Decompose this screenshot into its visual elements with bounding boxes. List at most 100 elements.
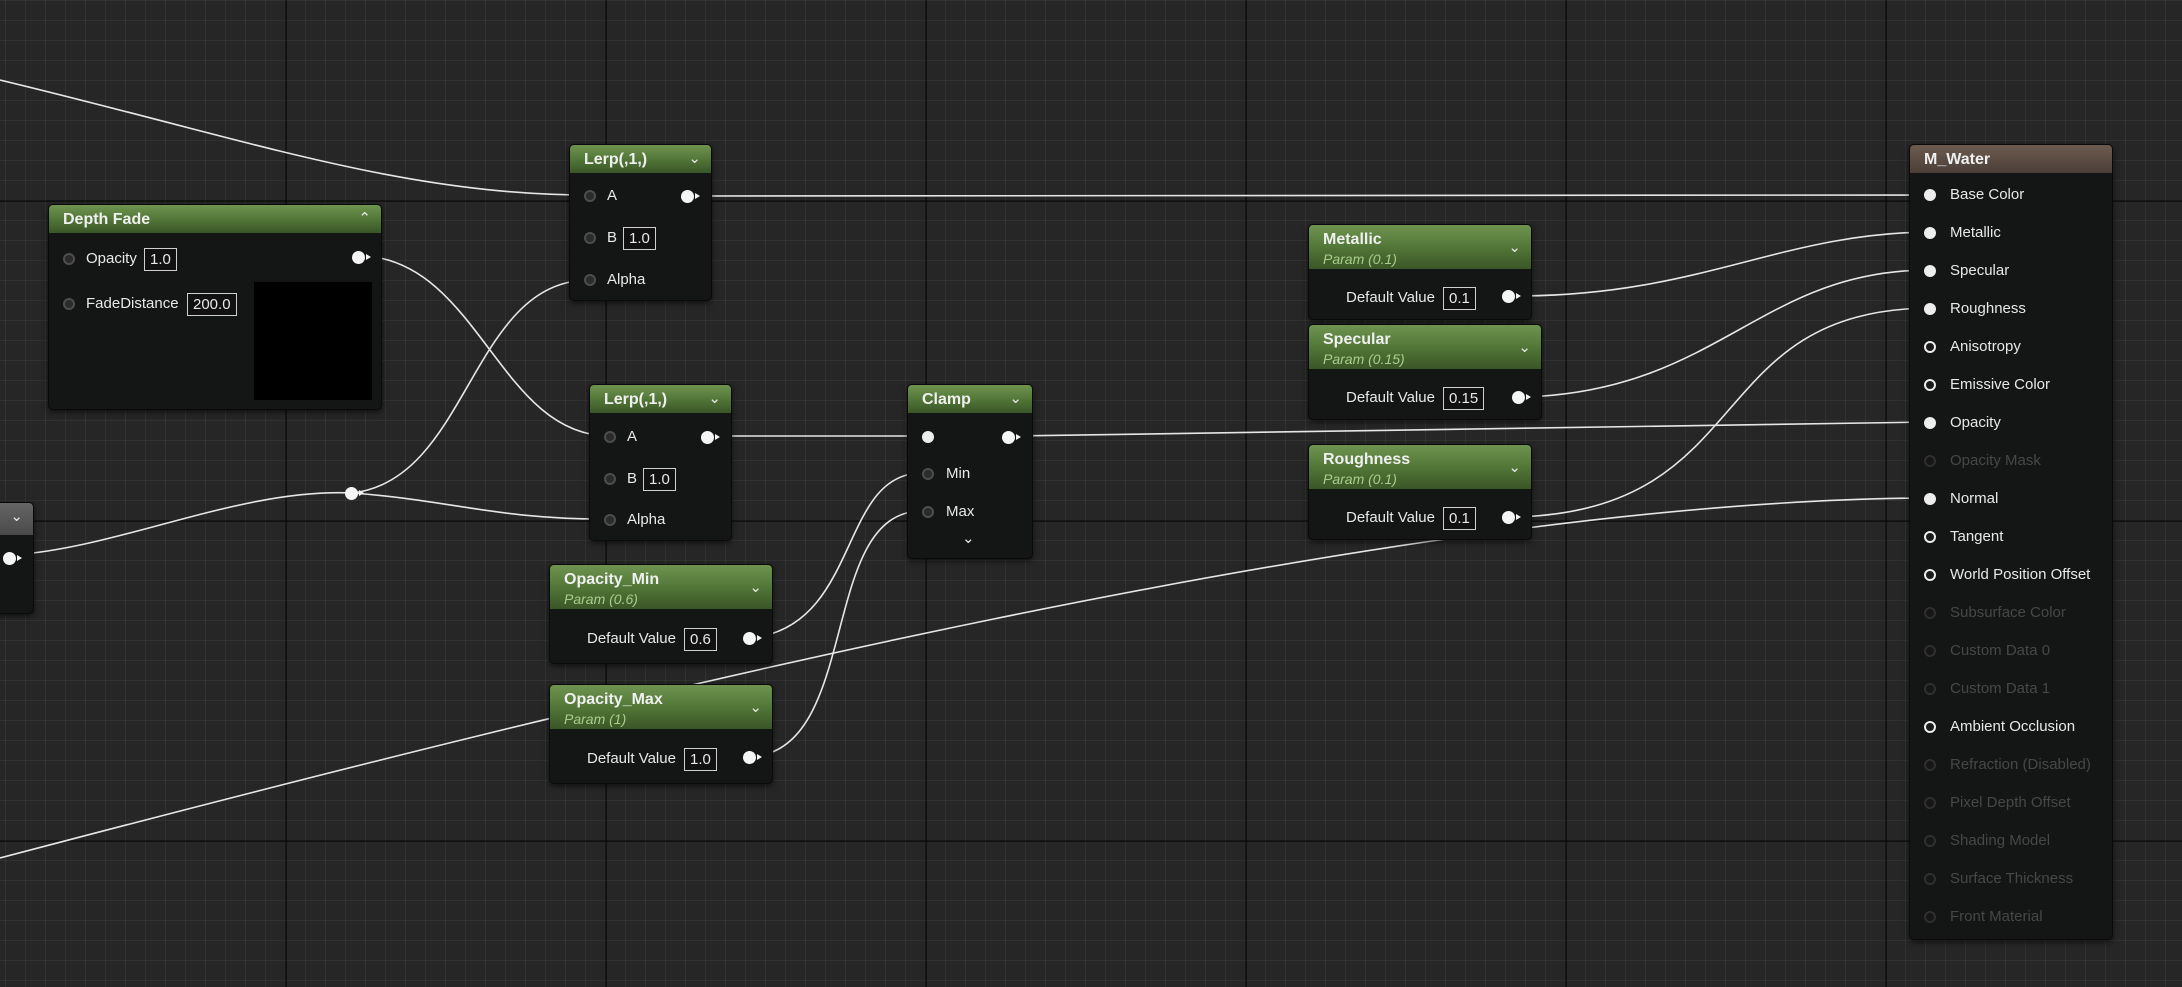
- chevron-down-icon[interactable]: ⌄: [1508, 239, 1521, 256]
- material-input-pin[interactable]: [1924, 417, 1936, 429]
- metallic-header: Metallic Param (0.1) ⌄: [1309, 225, 1531, 269]
- specular-node[interactable]: Specular Param (0.15) ⌄ Default Value 0.…: [1308, 324, 1542, 420]
- specular-default-value[interactable]: 0.15: [1443, 387, 1485, 410]
- material-input-label: World Position Offset: [1950, 566, 2091, 583]
- metallic-default-value[interactable]: 0.1: [1443, 287, 1476, 310]
- material-input-pin[interactable]: [1924, 341, 1936, 353]
- roughness-default-value[interactable]: 0.1: [1443, 507, 1476, 530]
- material-input-pin[interactable]: [1924, 265, 1936, 277]
- material-input-pin[interactable]: [1924, 569, 1936, 581]
- chevron-up-icon[interactable]: ⌃: [358, 210, 371, 227]
- material-input-label: Roughness: [1950, 300, 2026, 317]
- material-input-label: Ambient Occlusion: [1950, 718, 2076, 735]
- depth-fade-distance-value[interactable]: 200.0: [187, 293, 237, 316]
- offscreen-node[interactable]: ⌄: [0, 502, 34, 614]
- roughness-default-label: Default Value: [1346, 509, 1435, 526]
- clamp-header: Clamp ⌄: [908, 385, 1032, 413]
- depth-fade-node[interactable]: Depth Fade ⌃ Opacity 1.0 FadeDistance 20…: [48, 204, 382, 410]
- chevron-down-icon[interactable]: ⌄: [10, 508, 23, 525]
- chevron-down-icon[interactable]: ⌄: [749, 699, 762, 716]
- clamp-max-pin[interactable]: [922, 506, 934, 518]
- material-input-label: Pixel Depth Offset: [1950, 794, 2071, 811]
- material-input-pin[interactable]: [1924, 721, 1936, 733]
- material-input-label: Custom Data 0: [1950, 642, 2051, 659]
- lerp-top-b-value[interactable]: 1.0: [623, 227, 656, 250]
- reroute-knot[interactable]: [345, 487, 364, 500]
- lerp-mid-b-pin[interactable]: [604, 473, 616, 485]
- depth-fade-header: Depth Fade ⌃: [49, 205, 381, 233]
- material-input-pin: [1924, 607, 1936, 619]
- wire-metallic-to-metallic: [1515, 231, 1931, 297]
- opacity-max-default-value[interactable]: 1.0: [684, 748, 717, 771]
- opacity-min-subtitle: Param (0.6): [564, 591, 638, 607]
- depth-fade-opacity-pin[interactable]: [63, 253, 75, 265]
- chevron-down-icon[interactable]: ⌄: [1508, 459, 1521, 476]
- lerp-mid-output-pin[interactable]: [701, 431, 720, 444]
- wire-offscreen-to-reroute: [11, 491, 353, 556]
- opacity-max-node[interactable]: Opacity_Max Param (1) ⌄ Default Value 1.…: [549, 684, 773, 784]
- lerp-top-node[interactable]: Lerp(,1,) ⌄ A B 1.0 Alpha: [569, 144, 712, 301]
- material-input-label: Specular: [1950, 262, 2010, 279]
- material-input-pin[interactable]: [1924, 379, 1936, 391]
- metallic-default-label: Default Value: [1346, 289, 1435, 306]
- opacity-max-output-pin[interactable]: [743, 751, 762, 764]
- roughness-node[interactable]: Roughness Param (0.1) ⌄ Default Value 0.…: [1308, 444, 1532, 540]
- material-input-pin[interactable]: [1924, 227, 1936, 239]
- metallic-subtitle: Param (0.1): [1323, 251, 1397, 267]
- depth-fade-distance-pin[interactable]: [63, 298, 75, 310]
- chevron-down-icon[interactable]: ⌄: [1518, 339, 1531, 356]
- opacity-min-node[interactable]: Opacity_Min Param (0.6) ⌄ Default Value …: [549, 564, 773, 664]
- metallic-output-pin[interactable]: [1502, 290, 1521, 303]
- lerp-mid-a-pin[interactable]: [604, 431, 616, 443]
- specular-default-label: Default Value: [1346, 389, 1435, 406]
- chevron-down-icon[interactable]: ⌄: [749, 579, 762, 596]
- lerp-top-alpha-pin[interactable]: [584, 274, 596, 286]
- clamp-title: Clamp: [922, 391, 971, 408]
- wire-offscreen-to-lerp-top-a: [0, 79, 591, 196]
- material-input-label: Emissive Color: [1950, 376, 2051, 393]
- material-input-pin: [1924, 835, 1936, 847]
- lerp-mid-alpha-pin[interactable]: [604, 514, 616, 526]
- material-input-label: Surface Thickness: [1950, 870, 2074, 887]
- offscreen-node-output-pin[interactable]: [3, 552, 22, 565]
- lerp-mid-header: Lerp(,1,) ⌄: [590, 385, 731, 413]
- wire-reroute-to-lerp-top-alpha: [351, 279, 591, 494]
- material-input-pin: [1924, 455, 1936, 467]
- material-input-pin[interactable]: [1924, 189, 1936, 201]
- lerp-top-b-label: B: [607, 229, 618, 246]
- clamp-min-pin[interactable]: [922, 468, 934, 480]
- lerp-mid-b-value[interactable]: 1.0: [643, 468, 676, 491]
- material-input-label: Opacity Mask: [1950, 452, 2041, 469]
- metallic-node[interactable]: Metallic Param (0.1) ⌄ Default Value 0.1: [1308, 224, 1532, 320]
- chevron-down-icon[interactable]: ⌄: [1009, 390, 1022, 407]
- opacity-max-title: Opacity_Max: [564, 691, 663, 708]
- chevron-down-icon[interactable]: ⌄: [708, 390, 721, 407]
- lerp-top-a-label: A: [607, 187, 618, 204]
- roughness-title: Roughness: [1323, 451, 1411, 468]
- specular-title: Specular: [1323, 331, 1391, 348]
- clamp-input-pin[interactable]: [922, 431, 934, 443]
- depth-fade-opacity-value[interactable]: 1.0: [144, 248, 177, 271]
- clamp-output-pin[interactable]: [1002, 431, 1021, 444]
- roughness-header: Roughness Param (0.1) ⌄: [1309, 445, 1531, 489]
- specular-output-pin[interactable]: [1512, 391, 1531, 404]
- lerp-top-b-pin[interactable]: [584, 232, 596, 244]
- lerp-mid-alpha-label: Alpha: [627, 511, 666, 528]
- chevron-down-icon[interactable]: ⌄: [962, 530, 975, 547]
- roughness-subtitle: Param (0.1): [1323, 471, 1397, 487]
- material-input-pin[interactable]: [1924, 493, 1936, 505]
- roughness-output-pin[interactable]: [1502, 511, 1521, 524]
- material-input-label: Front Material: [1950, 908, 2043, 925]
- lerp-top-a-pin[interactable]: [584, 190, 596, 202]
- opacity-min-output-pin[interactable]: [743, 632, 762, 645]
- lerp-top-output-pin[interactable]: [681, 190, 700, 203]
- material-input-label: Metallic: [1950, 224, 2001, 241]
- opacity-min-default-value[interactable]: 0.6: [684, 628, 717, 651]
- material-input-pin[interactable]: [1924, 303, 1936, 315]
- depth-fade-output-pin[interactable]: [352, 251, 371, 264]
- clamp-node[interactable]: Clamp ⌄ Min Max ⌄: [907, 384, 1033, 559]
- chevron-down-icon[interactable]: ⌄: [688, 150, 701, 167]
- lerp-mid-node[interactable]: Lerp(,1,) ⌄ A B 1.0 Alpha: [589, 384, 732, 541]
- material-input-pin[interactable]: [1924, 531, 1936, 543]
